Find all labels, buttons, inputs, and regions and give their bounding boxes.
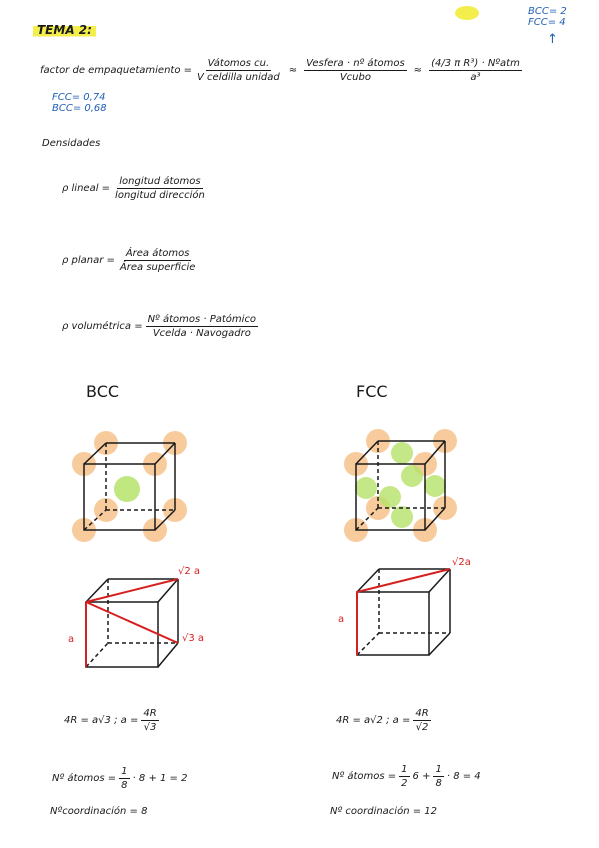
denominator: √3 [143,722,157,733]
numerator: (4/3 π R³) · Nºatm [429,58,522,71]
highlight-mark [455,6,479,20]
bcc-edge-label: a [68,634,75,645]
numerator: Vesfera · nº átomos [304,58,407,71]
fcc-atoms-mid: 6 + [412,771,431,782]
denominator: √2 [415,722,429,733]
packing-label: factor de empaquetamiento = [40,65,193,76]
fcc-relation-text: 4R = a√2 ; a = [336,715,411,726]
fcc-atoms-fraction-eighth: 1 8 [433,764,444,789]
fcc-atom-count: Nº átomos = 1 2 6 + 1 8 · 8 = 4 [332,764,481,789]
top-right-fcc: FCC= 4 [528,17,566,28]
numerator: Vátomos cu. [205,58,272,71]
bcc-packing-value: BCC= 0,68 [52,103,107,114]
linear-density-formula: ρ lineal = longitud átomos longitud dire… [62,176,210,201]
bcc-center-atom [114,476,140,502]
fcc-relation-fraction: 4R √2 [413,708,431,733]
numerator: Área átomos [123,248,192,261]
top-right-bcc: BCC= 2 [528,6,567,17]
fcc-face-atoms [355,442,446,528]
fcc-atoms-fraction-half: 1 2 [399,764,410,789]
packing-factor-formula: factor de empaquetamiento = Vátomos cu. … [40,58,525,83]
fcc-unit-cell [344,429,457,542]
linear-density-fraction: longitud átomos longitud dirección [113,176,207,201]
approx-symbol: ≈ [288,65,298,76]
densities-heading: Densidades [42,138,101,149]
denominator: Área superficie [119,262,196,273]
bcc-relation-fraction: 4R √3 [141,708,159,733]
fraction-radius-ratio: (4/3 π R³) · Nºatm a³ [429,58,522,83]
numerator: 4R [141,708,159,721]
volumetric-density-formula: ρ volumétrica = Nº átomos · Patómico Vce… [62,314,261,339]
denominator: 8 [121,780,128,791]
bcc-coordination: Nºcoordinación = 8 [50,806,148,817]
fcc-coordination: Nº coordinación = 12 [330,806,438,817]
numerator: 1 [399,764,410,777]
fcc-atoms-label: Nº átomos = [332,771,397,782]
bcc-unit-cell [72,431,187,542]
bcc-atoms-expression: · 8 + 1 = 2 [132,773,188,784]
bcc-atom-count: Nº átomos = 1 8 · 8 + 1 = 2 [52,766,187,791]
up-arrow-icon: ↑ [547,32,558,47]
fcc-radius-relation: 4R = a√2 ; a = 4R √2 [336,708,434,733]
fcc-face-diagonal-label: √2a [452,557,471,568]
planar-density-fraction: Área átomos Área superficie [118,248,197,273]
fcc-edge-label: a [338,614,345,625]
numerator: 1 [119,766,130,779]
numerator: longitud átomos [117,176,203,189]
denominator: 8 [435,778,442,789]
page-title: TEMA 2: [33,22,96,38]
denominator: Vcubo [339,72,371,83]
fcc-label: FCC [356,382,388,401]
numerator: 1 [433,764,444,777]
bcc-radius-relation: 4R = a√3 ; a = 4R √3 [64,708,162,733]
fraction-volume-ratio: Vátomos cu. V celdilla unidad [195,58,282,83]
fraction-sphere-ratio: Vesfera · nº átomos Vcubo [304,58,407,83]
bcc-atoms-label: Nº átomos = [52,773,117,784]
bcc-atoms-fraction: 1 8 [119,766,130,791]
bcc-relation-text: 4R = a√3 ; a = [64,715,139,726]
bcc-label: BCC [86,382,120,401]
numerator: Nº átomos · Patómico [145,314,259,327]
denominator: V celdilla unidad [197,72,280,83]
denominator: 2 [401,778,408,789]
fcc-packing-value: FCC= 0,74 [52,92,106,103]
volumetric-density-fraction: Nº átomos · Patómico Vcelda · Navogadro [145,314,259,339]
linear-density-label: ρ lineal = [62,183,111,194]
fcc-diagonal-cube [356,568,451,656]
bcc-face-diagonal-label: √2 a [178,566,201,577]
volumetric-density-label: ρ volumétrica = [62,321,143,332]
bcc-diagonal-cube [85,578,179,668]
numerator: 4R [413,708,431,721]
denominator: a³ [470,72,481,83]
planar-density-label: ρ planar = [62,255,115,266]
approx-symbol: ≈ [413,65,423,76]
denominator: Vcelda · Navogadro [152,328,251,339]
fcc-atoms-end: · 8 = 4 [446,771,481,782]
planar-density-formula: ρ planar = Área átomos Área superficie [62,248,200,273]
denominator: longitud dirección [115,190,205,201]
bcc-body-diagonal-label: √3 a [182,633,205,644]
